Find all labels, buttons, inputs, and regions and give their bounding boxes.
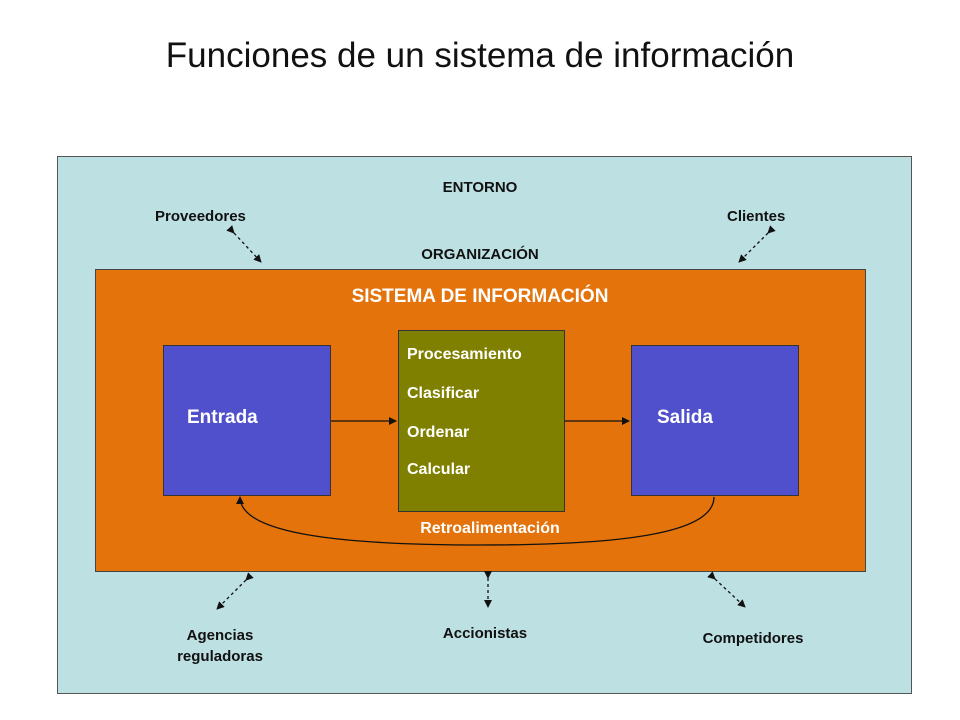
shareholders-label: Accionistas xyxy=(442,625,528,642)
suppliers-arrow xyxy=(226,225,262,263)
output-label: Salida xyxy=(657,407,713,428)
competitors-arrow xyxy=(707,571,746,608)
processing-box xyxy=(398,330,565,512)
feedback-label: Retroalimentación xyxy=(420,520,560,537)
information-system-label: SISTEMA DE INFORMACIÓN xyxy=(351,286,609,307)
environment-label: ENTORNO xyxy=(442,179,518,196)
processing-title: Procesamiento xyxy=(407,346,522,363)
feedback-arrow xyxy=(236,496,715,546)
output-box xyxy=(631,345,799,496)
processing-step-calculate: Calcular xyxy=(407,461,471,478)
customers-arrow xyxy=(738,225,776,263)
processing-step-classify: Clasificar xyxy=(407,385,480,402)
processing-step-sort: Ordenar xyxy=(407,424,470,441)
customers-label: Clientes xyxy=(727,208,786,225)
competitors-label: Competidores xyxy=(702,630,804,647)
regulators-label: Agencias reguladoras xyxy=(177,627,263,665)
regulators-arrow xyxy=(216,572,254,610)
page-title: Funciones de un sistema de información xyxy=(165,36,795,75)
input-box xyxy=(163,345,331,496)
input-label: Entrada xyxy=(187,407,258,428)
suppliers-label: Proveedores xyxy=(155,208,246,225)
organization-label: ORGANIZACIÓN xyxy=(421,246,539,263)
